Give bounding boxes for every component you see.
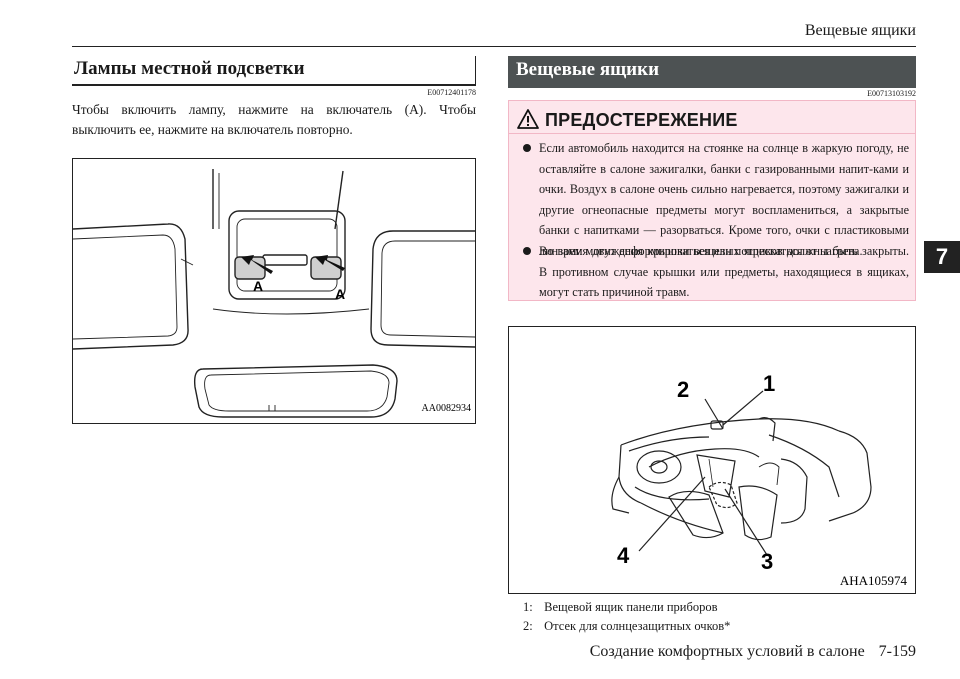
callout-3: 3 xyxy=(761,549,773,574)
switch-label-a-left: A xyxy=(253,278,263,294)
figure-code-storage: AHA105974 xyxy=(840,573,908,588)
section-code-lamps: E00712401178 xyxy=(427,88,476,97)
reading-lamp-figure: A A AA0082934 xyxy=(72,158,476,424)
page-number: 7-159 xyxy=(878,643,916,660)
warning-item: Во время движения крышки вещевых ящиков … xyxy=(523,241,909,303)
section-code-storage: E00713103192 xyxy=(867,89,916,98)
running-head: Вещевые ящики xyxy=(804,22,916,39)
reading-lamp-illustration: A A AA0082934 xyxy=(72,169,476,418)
legend-number: 2: xyxy=(523,619,533,633)
legend-text: Отсек для солнцезащитных очков* xyxy=(544,619,731,633)
legend-item: 1: Вещевой ящик панели приборов xyxy=(523,600,718,615)
storage-figure: 1 2 3 4 AHA105974 xyxy=(508,326,916,594)
bullet-icon xyxy=(523,144,531,152)
callout-4: 4 xyxy=(617,543,630,568)
warning-header: ПРЕДОСТЕРЕЖЕНИЕ xyxy=(509,101,915,134)
legend-text: Вещевой ящик панели приборов xyxy=(544,600,718,614)
warning-box: ПРЕДОСТЕРЕЖЕНИЕ Если автомобиль находитс… xyxy=(508,100,916,301)
warning-item: Если автомобиль находится на стоянке на … xyxy=(523,138,909,261)
page-footer: Создание комфортных условий в салоне 7-15… xyxy=(590,643,916,661)
footer-section: Создание комфортных условий в салоне xyxy=(589,643,865,660)
warning-item-text: Во время движения крышки вещевых ящиков … xyxy=(539,244,909,299)
warning-title: ПРЕДОСТЕРЕЖЕНИЕ xyxy=(545,110,738,130)
legend-item: 2: Отсек для солнцезащитных очков* xyxy=(523,619,730,634)
storage-illustration: 1 2 3 4 AHA105974 xyxy=(611,371,908,588)
warning-item-text: Если автомобиль находится на стоянке на … xyxy=(539,141,909,258)
top-rule xyxy=(72,46,916,47)
figure-code-lamps: AA0082934 xyxy=(422,403,471,414)
bullet-icon xyxy=(523,247,531,255)
section-title-lamps: Лампы местной подсветки xyxy=(72,56,476,86)
lamps-instructions: Чтобы включить лампу, нажмите на включат… xyxy=(72,102,476,137)
section-title-storage: Вещевые ящики xyxy=(508,56,916,88)
switch-label-a-right: A xyxy=(335,286,345,302)
chapter-tab[interactable]: 7 xyxy=(924,241,960,273)
callout-1: 1 xyxy=(763,371,775,396)
legend-number: 1: xyxy=(523,600,533,614)
warning-icon xyxy=(517,109,539,129)
callout-2: 2 xyxy=(677,377,689,402)
